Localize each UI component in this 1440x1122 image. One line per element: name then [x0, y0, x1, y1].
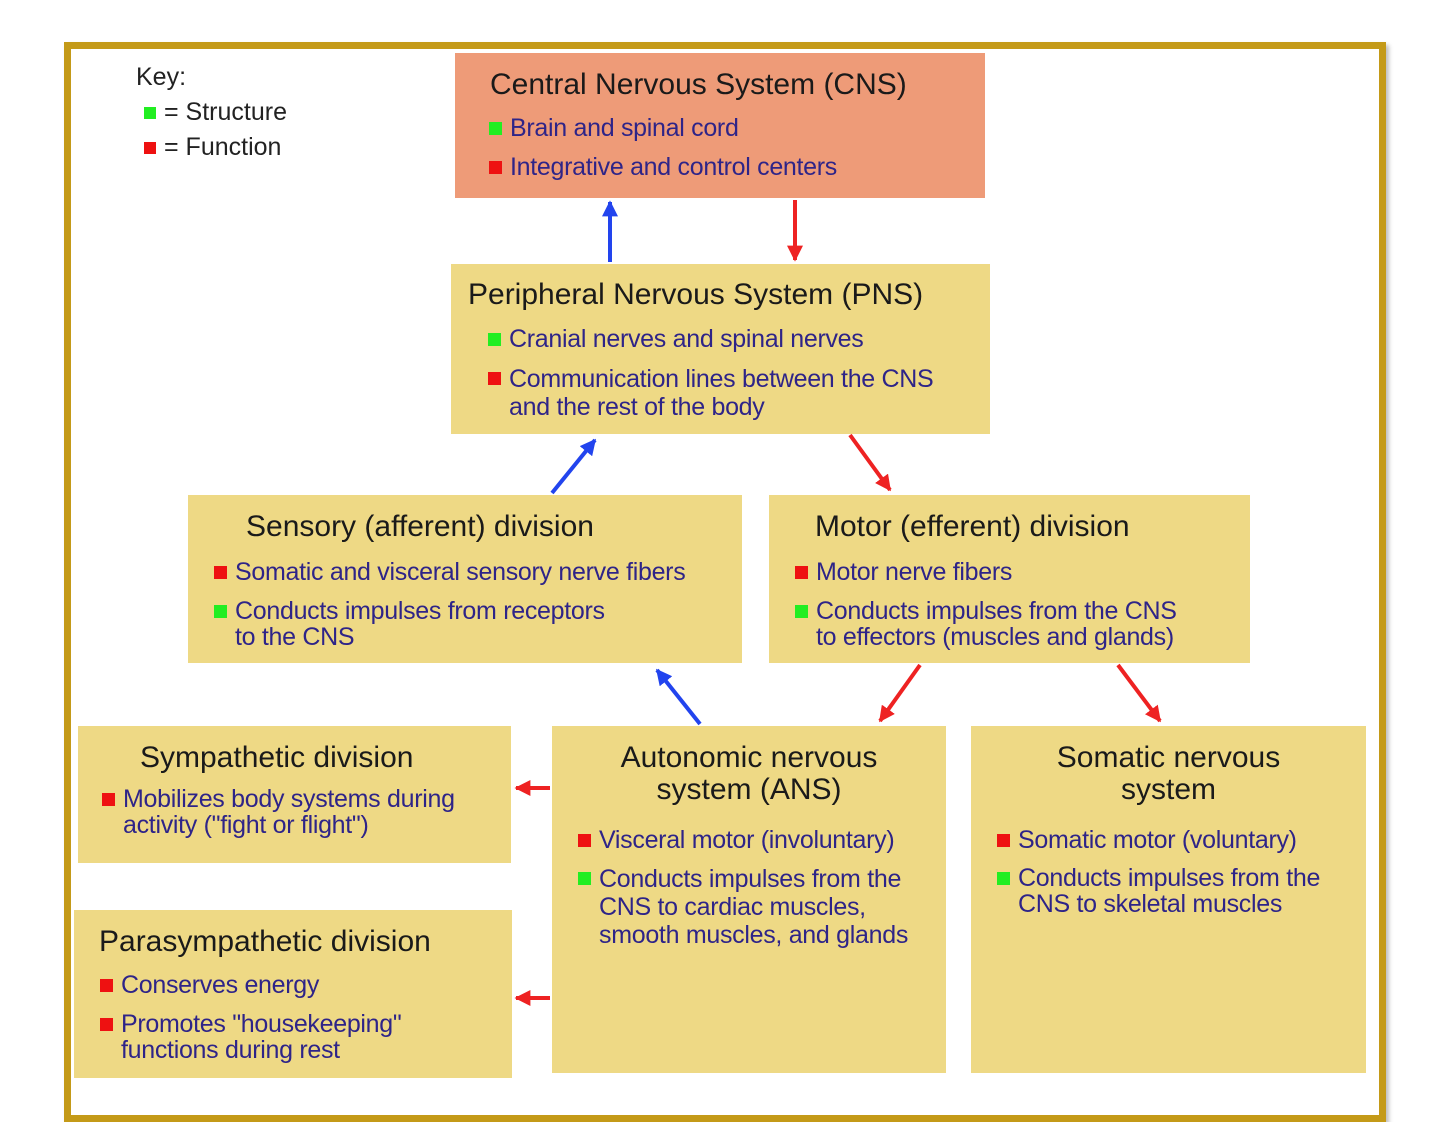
legend-structure-row: = Structure [136, 95, 287, 130]
pns-item: Communication lines between the CNS and … [488, 365, 934, 421]
autonomic-title: Autonomic nervous system (ANS) [620, 741, 878, 806]
parasympathetic-item-text: Conserves energy [121, 971, 320, 999]
structure-marker-icon [144, 106, 156, 119]
function-marker-icon [488, 372, 501, 385]
legend-function-row: = Function [136, 130, 287, 165]
motor-item: Motor nerve fibers [795, 559, 1012, 585]
sympathetic-item: Mobilizes body systems during activity (… [102, 786, 455, 838]
legend-title: Key: [136, 63, 187, 91]
function-marker-icon [997, 834, 1010, 847]
arrow-pns-to-motor [848, 433, 892, 492]
somatic-title: Somatic nervous system [1056, 741, 1281, 806]
sympathetic-division-box: Sympathetic division Mobilizes body syst… [78, 726, 511, 863]
legend-key: Key: = Structure = Function [136, 60, 287, 165]
sympathetic-title: Sympathetic division [140, 741, 414, 774]
pns-title: Peripheral Nervous System (PNS) [468, 278, 924, 311]
pns-box: Peripheral Nervous System (PNS) Cranial … [451, 264, 990, 434]
motor-item-text: Motor nerve fibers [816, 558, 1013, 586]
sensory-item-text: Conducts impulses from receptors to the … [235, 597, 605, 651]
structure-marker-icon [795, 605, 808, 618]
function-marker-icon [100, 979, 113, 992]
cns-box: Central Nervous System (CNS) Brain and s… [455, 53, 985, 198]
legend-structure-label: = Structure [164, 98, 287, 126]
cns-item: Integrative and control centers [489, 154, 837, 180]
cns-title: Central Nervous System (CNS) [490, 68, 907, 101]
arrow-ans-to-sensory [655, 668, 702, 726]
function-marker-icon [102, 793, 115, 806]
autonomic-item: Conducts impulses from the CNS to cardia… [578, 865, 908, 949]
motor-title: Motor (efferent) division [815, 510, 1130, 543]
structure-marker-icon [214, 605, 227, 618]
autonomic-item-text: Visceral motor (involuntary) [599, 826, 895, 854]
function-marker-icon [578, 834, 591, 847]
somatic-nervous-system-box: Somatic nervous system Somatic motor (vo… [971, 726, 1366, 1073]
somatic-item: Conducts impulses from the CNS to skelet… [997, 865, 1320, 917]
arrow-sensory-to-pns [550, 438, 597, 495]
cns-item-text: Brain and spinal cord [510, 114, 739, 142]
sensory-item-text: Somatic and visceral sensory nerve fiber… [235, 558, 686, 586]
structure-marker-icon [488, 333, 501, 346]
arrow-motor-to-ans [878, 663, 922, 723]
parasympathetic-item: Conserves energy [100, 972, 319, 998]
arrow-motor-to-somatic [1116, 663, 1162, 723]
sympathetic-item-text: Mobilizes body systems during activity (… [123, 785, 455, 839]
pns-item-text: Cranial nerves and spinal nerves [509, 325, 864, 353]
parasympathetic-item: Promotes "housekeeping" functions during… [100, 1010, 402, 1064]
autonomic-item-text: Conducts impulses from the CNS to cardia… [599, 865, 909, 949]
pns-item: Cranial nerves and spinal nerves [488, 326, 864, 352]
sensory-division-box: Sensory (afferent) division Somatic and … [188, 495, 742, 663]
somatic-item-text: Somatic motor (voluntary) [1018, 826, 1297, 854]
cns-item: Brain and spinal cord [489, 115, 739, 141]
sensory-title: Sensory (afferent) division [246, 510, 594, 543]
motor-item-text: Conducts impulses from the CNS to effect… [816, 597, 1177, 651]
parasympathetic-item-text: Promotes "housekeeping" functions during… [121, 1010, 402, 1064]
motor-item: Conducts impulses from the CNS to effect… [795, 598, 1177, 650]
parasympathetic-title: Parasympathetic division [99, 925, 431, 958]
motor-division-box: Motor (efferent) division Motor nerve fi… [769, 495, 1250, 663]
function-marker-icon [795, 566, 808, 579]
parasympathetic-division-box: Parasympathetic division Conserves energ… [74, 910, 512, 1078]
legend-function-label: = Function [164, 133, 282, 161]
somatic-item-text: Conducts impulses from the CNS to skelet… [1018, 864, 1321, 918]
function-marker-icon [489, 161, 502, 174]
sensory-item: Somatic and visceral sensory nerve fiber… [214, 558, 686, 586]
autonomic-item: Visceral motor (involuntary) [578, 826, 895, 854]
function-marker-icon [214, 566, 227, 579]
function-marker-icon [144, 141, 156, 154]
sensory-item: Conducts impulses from receptors to the … [214, 598, 605, 650]
structure-marker-icon [489, 122, 502, 135]
structure-marker-icon [578, 872, 591, 885]
structure-marker-icon [997, 872, 1010, 885]
cns-item-text: Integrative and control centers [510, 153, 838, 181]
autonomic-nervous-system-box: Autonomic nervous system (ANS) Visceral … [552, 726, 946, 1073]
function-marker-icon [100, 1018, 113, 1031]
pns-item-text: Communication lines between the CNS and … [509, 365, 934, 421]
somatic-item: Somatic motor (voluntary) [997, 827, 1297, 853]
